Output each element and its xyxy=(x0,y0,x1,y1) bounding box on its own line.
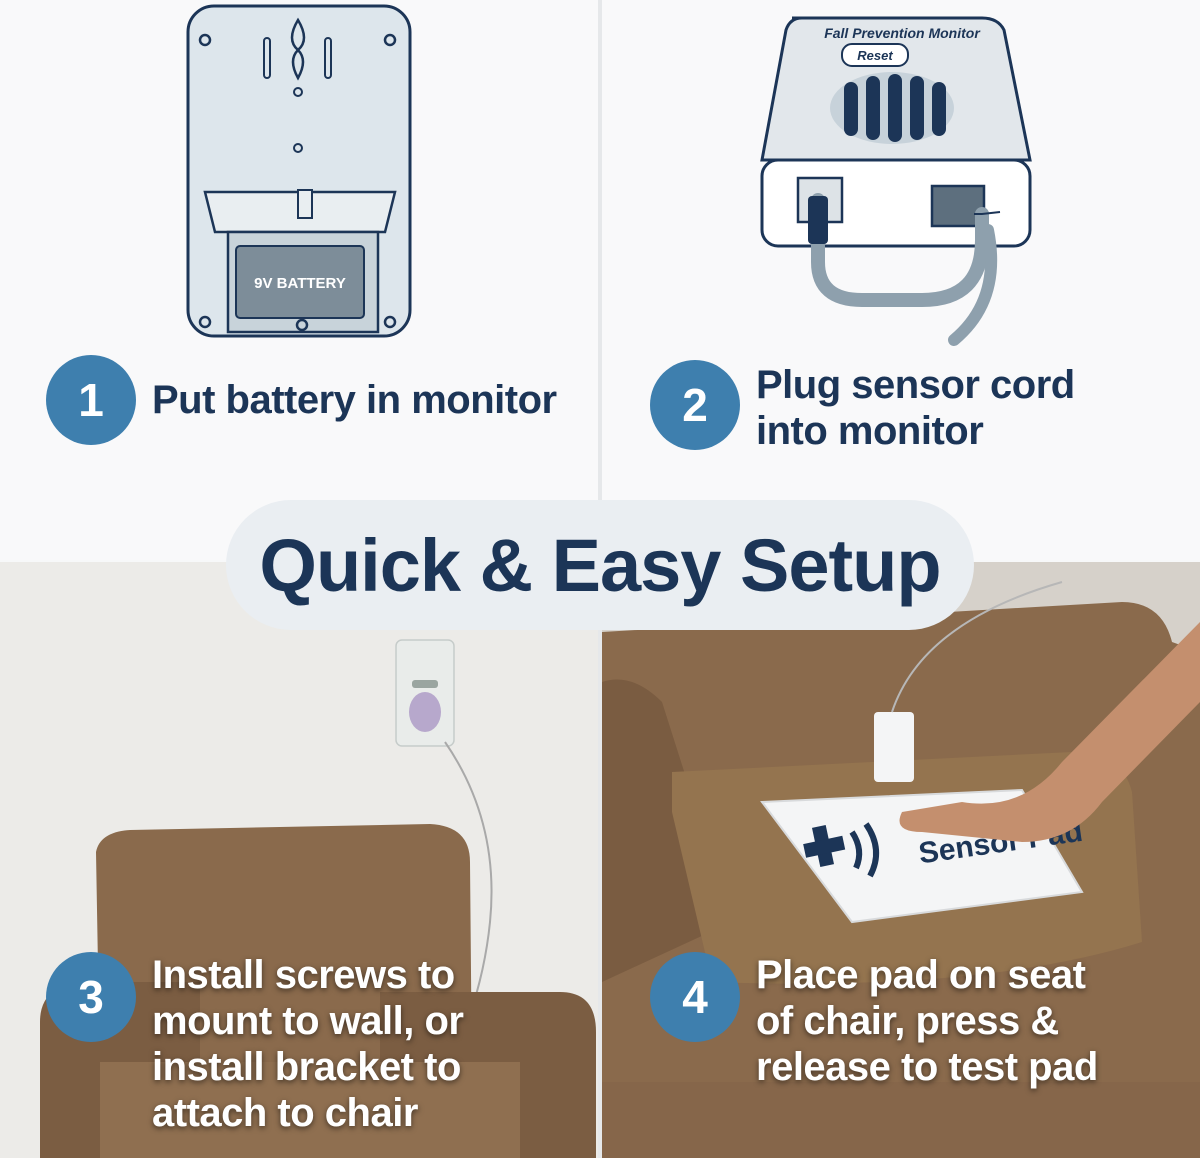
monitor-name: Fall Prevention Monitor xyxy=(824,25,981,41)
panel-step-2: Fall Prevention Monitor Reset 2 Plug sen… xyxy=(602,0,1200,560)
step-3-badge: 3 xyxy=(46,952,136,1042)
panel-step-4: Sensor Pad 4 Place pad on seat of chair,… xyxy=(602,562,1200,1158)
panel-step-1: 9V BATTERY 1 Put battery in monitor xyxy=(0,0,598,560)
step-4-badge: 4 xyxy=(650,952,740,1042)
monitor-front-illustration: Fall Prevention Monitor Reset xyxy=(760,16,1032,346)
step-3: 3 Install screws to mount to wall, or in… xyxy=(46,952,464,1136)
step-3-text: Install screws to mount to wall, or inst… xyxy=(152,953,464,1135)
chair-pad-photo: Sensor Pad xyxy=(602,562,1200,1158)
step-1-badge: 1 xyxy=(46,355,136,445)
step-4: 4 Place pad on seat of chair, press & re… xyxy=(650,952,1098,1090)
step-1-text: Put battery in monitor xyxy=(152,378,557,422)
battery-label: 9V BATTERY xyxy=(254,275,346,292)
page-title: Quick & Easy Setup xyxy=(259,523,941,607)
step-1: 1 Put battery in monitor xyxy=(46,355,557,445)
title-banner: Quick & Easy Setup xyxy=(226,500,974,630)
step-2-text: Plug sensor cord into monitor xyxy=(756,363,1075,453)
panel-step-3: 3 Install screws to mount to wall, or in… xyxy=(0,562,598,1158)
step-4-text: Place pad on seat of chair, press & rele… xyxy=(756,953,1098,1089)
step-2-badge: 2 xyxy=(650,360,740,450)
monitor-back-illustration: 9V BATTERY xyxy=(186,4,412,338)
step-2: 2 Plug sensor cord into monitor xyxy=(650,360,1075,454)
chair-wall-photo xyxy=(0,562,598,1158)
reset-label: Reset xyxy=(857,48,893,63)
